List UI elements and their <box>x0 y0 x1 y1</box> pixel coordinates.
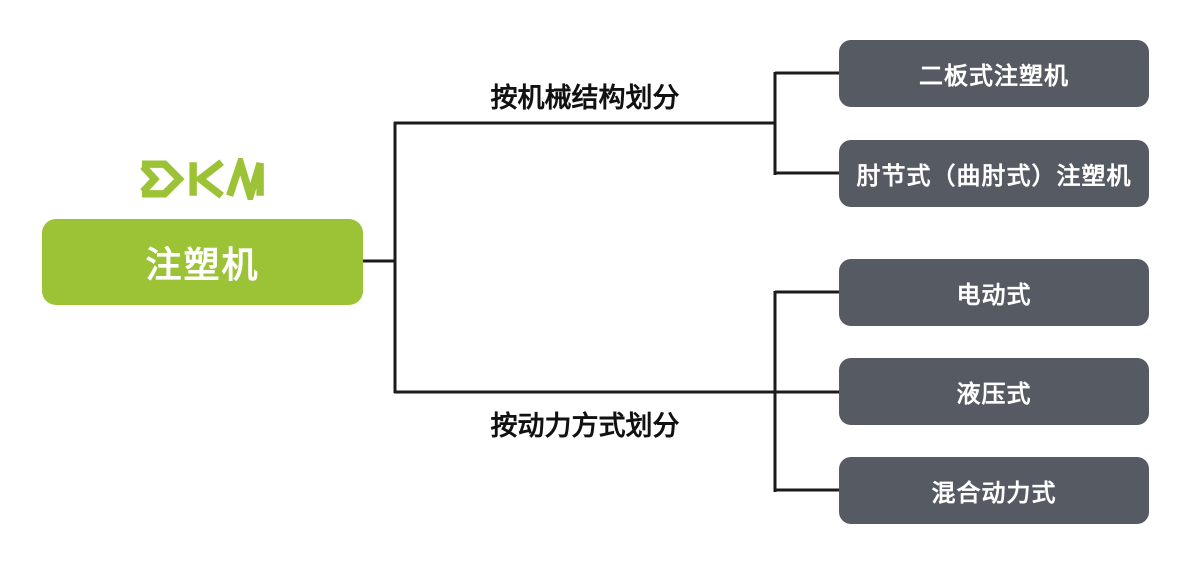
root-node-label: 注塑机 <box>145 244 260 285</box>
logo-letter-k-arms <box>194 159 224 199</box>
logo-letter-m <box>226 158 264 200</box>
branch-label-text: 按机械结构划分 <box>490 83 680 113</box>
node-label: 液压式 <box>956 381 1032 408</box>
branch-label-mechanical-structure: 按机械结构划分 <box>395 76 775 115</box>
logo-letter-d-chevron <box>140 163 160 195</box>
branch-label-text: 按动力方式划分 <box>490 411 680 441</box>
node-hydraulic: 液压式 <box>839 358 1149 425</box>
node-label: 二板式注塑机 <box>919 63 1069 90</box>
root-node-injection-machine: 注塑机 <box>42 219 363 305</box>
logo-letter-d-outline <box>141 160 185 198</box>
dkm-logo <box>140 158 264 200</box>
node-two-platen: 二板式注塑机 <box>839 40 1149 107</box>
branch-label-power-method: 按动力方式划分 <box>395 404 775 443</box>
node-label: 肘节式（曲肘式）注塑机 <box>856 163 1132 190</box>
node-label: 混合动力式 <box>931 480 1057 507</box>
node-label: 电动式 <box>956 282 1032 309</box>
node-electric: 电动式 <box>839 259 1149 326</box>
node-toggle-type: 肘节式（曲肘式）注塑机 <box>839 140 1149 207</box>
node-hybrid: 混合动力式 <box>839 457 1149 524</box>
